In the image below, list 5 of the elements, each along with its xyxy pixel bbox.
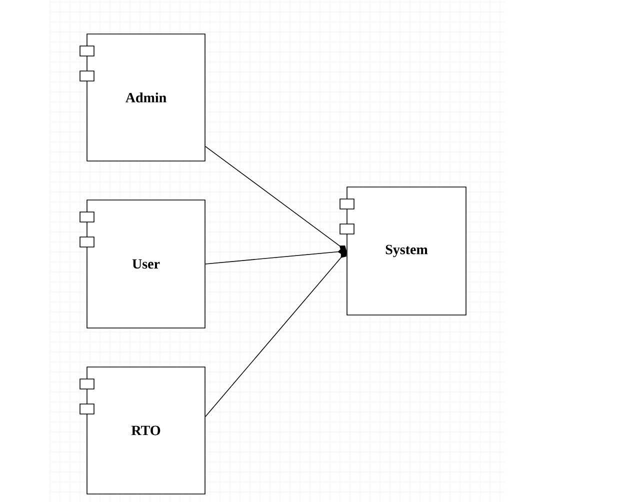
connector <box>205 251 347 417</box>
component-box: User <box>80 200 206 328</box>
component-box: System <box>340 186 466 316</box>
component-box: Admin <box>80 34 206 162</box>
component-box: RTO <box>80 366 206 494</box>
